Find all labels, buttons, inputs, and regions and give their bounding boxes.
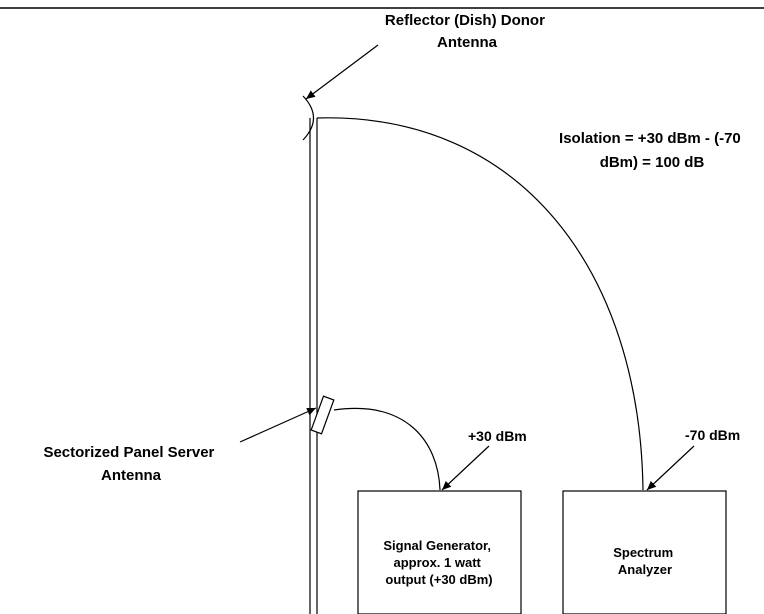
isolation-label-line-1: Isolation = +30 dBm - (-70 xyxy=(559,130,741,147)
panel-antenna-icon xyxy=(310,395,335,435)
server-antenna-label: Sectorized Panel Server Antenna xyxy=(43,444,218,484)
donor-antenna-arrow xyxy=(305,44,379,100)
gen-level-label: +30 dBm xyxy=(468,428,527,444)
analyzer-level-arrow xyxy=(646,445,695,491)
spectrum-analyzer-label: Spectrum Analyzer xyxy=(613,545,677,577)
donor-antenna-label-line-1: Reflector (Dish) Donor xyxy=(385,12,545,29)
donor-antenna-label: Reflector (Dish) Donor Antenna xyxy=(385,12,549,51)
server-antenna-label-line-2: Antenna xyxy=(101,467,162,484)
signal-generator-label: Signal Generator, approx. 1 watt output … xyxy=(383,538,494,587)
spectrum-analyzer-label-line-2: Analyzer xyxy=(618,562,672,577)
server-antenna-label-line-1: Sectorized Panel Server xyxy=(43,444,214,461)
donor-antenna-label-line-2: Antenna xyxy=(437,34,498,51)
signal-generator-label-line-3: output (+30 dBm) xyxy=(385,572,492,587)
isolation-label: Isolation = +30 dBm - (-70 dBm) = 100 dB xyxy=(559,130,745,171)
generator-cable-line xyxy=(333,408,441,491)
isolation-path-line xyxy=(316,117,644,491)
server-antenna-arrow xyxy=(239,407,317,443)
isolation-label-line-2: dBm) = 100 dB xyxy=(600,154,705,171)
spectrum-analyzer-label-line-1: Spectrum xyxy=(613,545,673,560)
donor-dish-icon xyxy=(302,95,315,141)
gen-level-arrow xyxy=(441,445,490,491)
signal-generator-label-line-2: approx. 1 watt xyxy=(393,555,481,570)
analyzer-level-label: -70 dBm xyxy=(685,427,740,443)
signal-generator-box xyxy=(357,490,522,614)
spectrum-analyzer-box xyxy=(562,490,727,614)
signal-generator-label-line-1: Signal Generator, xyxy=(383,538,491,553)
